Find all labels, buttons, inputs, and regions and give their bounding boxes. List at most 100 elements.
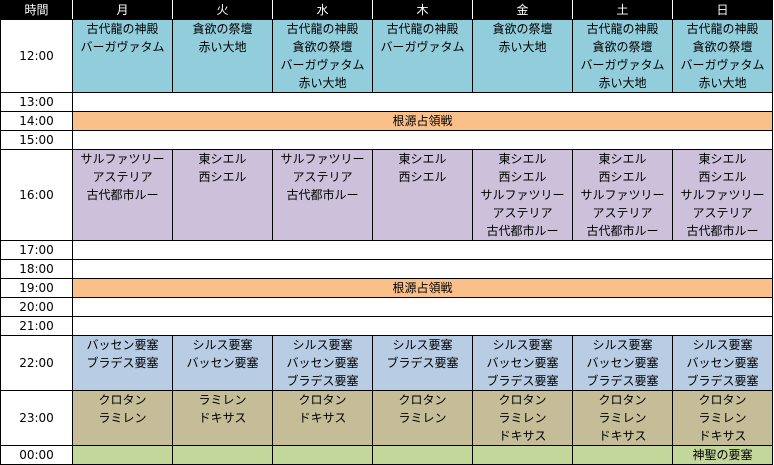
location-name: 西シエル xyxy=(198,170,247,184)
location-name: バッセン要塞 xyxy=(686,356,759,370)
location-name: アステリア xyxy=(692,206,753,220)
time-cell: 16:00 xyxy=(0,149,73,241)
schedule-cell-thursday: 古代龍の神殿バーガヴァタム xyxy=(372,19,473,93)
schedule-cell-saturday xyxy=(572,445,673,465)
time-cell: 21:00 xyxy=(0,316,73,336)
location-name: 古代都市ルー xyxy=(286,188,359,202)
location-name: 東シエル xyxy=(398,152,447,166)
location-name: 西シエル xyxy=(598,170,647,184)
header-wednesday: 水 xyxy=(272,0,373,20)
schedule-cell-tuesday xyxy=(172,445,273,465)
header-saturday: 土 xyxy=(572,0,673,20)
location-name: 古代龍の神殿 xyxy=(86,22,159,36)
time-cell: 22:00 xyxy=(0,335,73,391)
location-name: ラミレン xyxy=(698,411,747,425)
empty-slot xyxy=(72,130,773,150)
time-cell: 12:00 xyxy=(0,19,73,93)
location-name: バッセン要塞 xyxy=(86,338,159,352)
location-name: 赤い大地 xyxy=(298,76,347,90)
schedule-cell-friday: 貪欲の祭壇赤い大地 xyxy=(472,19,573,93)
location-name: 神聖の要塞 xyxy=(692,448,753,462)
location-name: 古代都市ルー xyxy=(86,188,159,202)
location-name: ブラデス要塞 xyxy=(86,356,159,370)
empty-slot xyxy=(72,297,773,317)
schedule-cell-monday: サルファツリーアステリア古代都市ルー xyxy=(72,149,173,241)
time-cell: 19:00 xyxy=(0,278,73,298)
location-name: アステリア xyxy=(592,206,653,220)
location-name: 赤い大地 xyxy=(698,76,747,90)
location-name: バーガヴァタム xyxy=(280,58,365,72)
header-row: 時間 月 火 水 木 金 土 日 xyxy=(0,0,773,20)
schedule-cell-sunday: クロタンラミレンドキサス xyxy=(672,390,773,446)
location-name: 貪欲の祭壇 xyxy=(292,40,353,54)
event-banner: 根源占領戦 xyxy=(72,278,773,298)
schedule-cell-monday xyxy=(72,445,173,465)
location-name: クロタン xyxy=(598,393,647,407)
location-name: シルス要塞 xyxy=(692,338,753,352)
header-friday: 金 xyxy=(472,0,573,20)
schedule-cell-friday: クロタンラミレンドキサス xyxy=(472,390,573,446)
schedule-cell-monday: バッセン要塞ブラデス要塞 xyxy=(72,335,173,391)
location-name: サルファツリー xyxy=(580,188,665,202)
location-name: バッセン要塞 xyxy=(586,356,659,370)
time-cell: 14:00 xyxy=(0,111,73,131)
location-name: ラミレン xyxy=(398,411,447,425)
schedule-cell-monday: 古代龍の神殿バーガヴァタム xyxy=(72,19,173,93)
time-cell: 20:00 xyxy=(0,297,73,317)
location-name: バッセン要塞 xyxy=(486,356,559,370)
location-name: 西シエル xyxy=(698,170,747,184)
location-name: バーガヴァタム xyxy=(380,40,465,54)
event-banner: 根源占領戦 xyxy=(72,111,773,131)
location-name: アステリア xyxy=(492,206,553,220)
schedule-cell-tuesday: 貪欲の祭壇赤い大地 xyxy=(172,19,273,93)
header-thursday: 木 xyxy=(372,0,473,20)
schedule-cell-sunday: シルス要塞バッセン要塞ブラデス要塞 xyxy=(672,335,773,391)
location-name: 貪欲の祭壇 xyxy=(192,22,253,36)
location-name: クロタン xyxy=(98,393,147,407)
location-name: ラミレン xyxy=(498,411,547,425)
schedule-cell-friday: シルス要塞バッセン要塞ブラデス要塞 xyxy=(472,335,573,391)
location-name: バーガヴァタム xyxy=(80,40,165,54)
location-name: 東シエル xyxy=(198,152,247,166)
location-name: ラミレン xyxy=(98,411,147,425)
location-name: シルス要塞 xyxy=(592,338,653,352)
location-name: 赤い大地 xyxy=(498,40,547,54)
location-name: ラミレン xyxy=(598,411,647,425)
schedule-cell-thursday: 東シエル西シエル xyxy=(372,149,473,241)
location-name: クロタン xyxy=(398,393,447,407)
schedule-cell-friday: 東シエル西シエルサルファツリーアステリア古代都市ルー xyxy=(472,149,573,241)
time-cell: 17:00 xyxy=(0,240,73,260)
location-name: 赤い大地 xyxy=(198,40,247,54)
empty-slot xyxy=(72,259,773,279)
header-sunday: 日 xyxy=(672,0,773,20)
time-cell: 13:00 xyxy=(0,92,73,112)
empty-slot xyxy=(72,92,773,112)
location-name: 東シエル xyxy=(698,152,747,166)
location-name: ドキサス xyxy=(498,429,547,443)
time-cell: 23:00 xyxy=(0,390,73,446)
location-name: バッセン要塞 xyxy=(286,356,359,370)
schedule-cell-friday xyxy=(472,445,573,465)
schedule-cell-tuesday: ラミレンドキサス xyxy=(172,390,273,446)
table-row: 18:00 xyxy=(0,259,773,279)
schedule-cell-tuesday: 東シエル西シエル xyxy=(172,149,273,241)
schedule-cell-saturday: クロタンラミレンドキサス xyxy=(572,390,673,446)
location-name: ブラデス要塞 xyxy=(686,374,759,388)
location-name: バッセン要塞 xyxy=(186,356,259,370)
location-name: サルファツリー xyxy=(680,188,765,202)
empty-slot xyxy=(72,240,773,260)
schedule-cell-thursday: クロタンラミレン xyxy=(372,390,473,446)
schedule-cell-thursday xyxy=(372,445,473,465)
location-name: 古代龍の神殿 xyxy=(586,22,659,36)
location-name: シルス要塞 xyxy=(492,338,553,352)
schedule-cell-wednesday xyxy=(272,445,373,465)
header-monday: 月 xyxy=(72,0,173,20)
location-name: ブラデス要塞 xyxy=(386,356,459,370)
